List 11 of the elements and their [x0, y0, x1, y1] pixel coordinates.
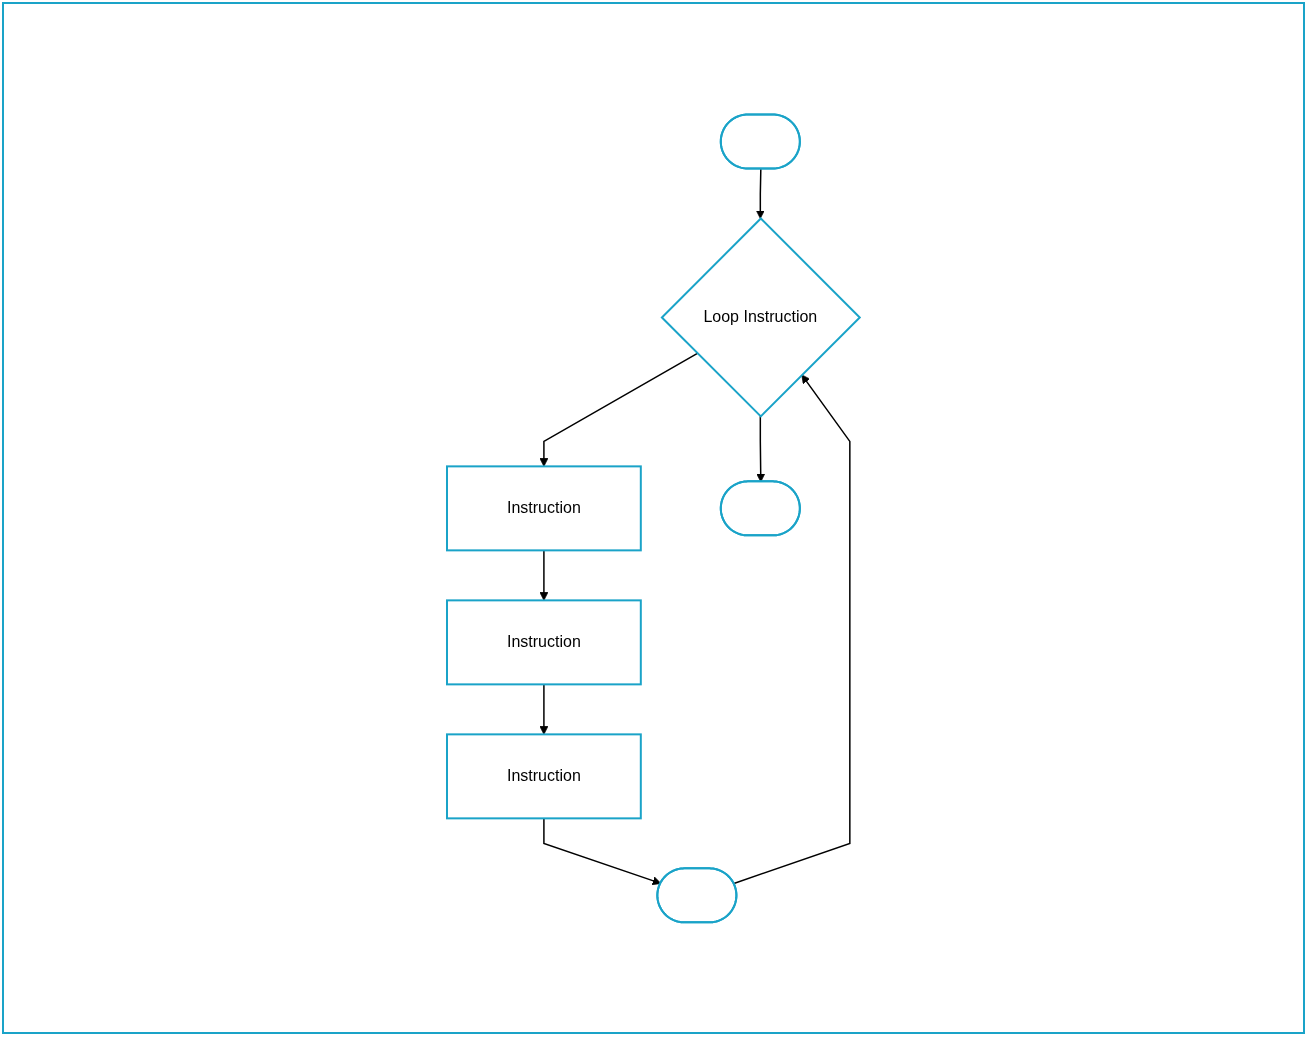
node-diamond — [660, 216, 862, 418]
node-box — [446, 464, 642, 551]
arrow — [756, 415, 766, 482]
arrow — [539, 549, 549, 601]
arrow — [756, 167, 765, 219]
arrow — [543, 817, 662, 885]
node-box — [446, 732, 642, 819]
arrow — [539, 352, 699, 467]
arrow — [539, 683, 549, 735]
node-box — [446, 598, 642, 685]
arrow — [733, 374, 851, 884]
